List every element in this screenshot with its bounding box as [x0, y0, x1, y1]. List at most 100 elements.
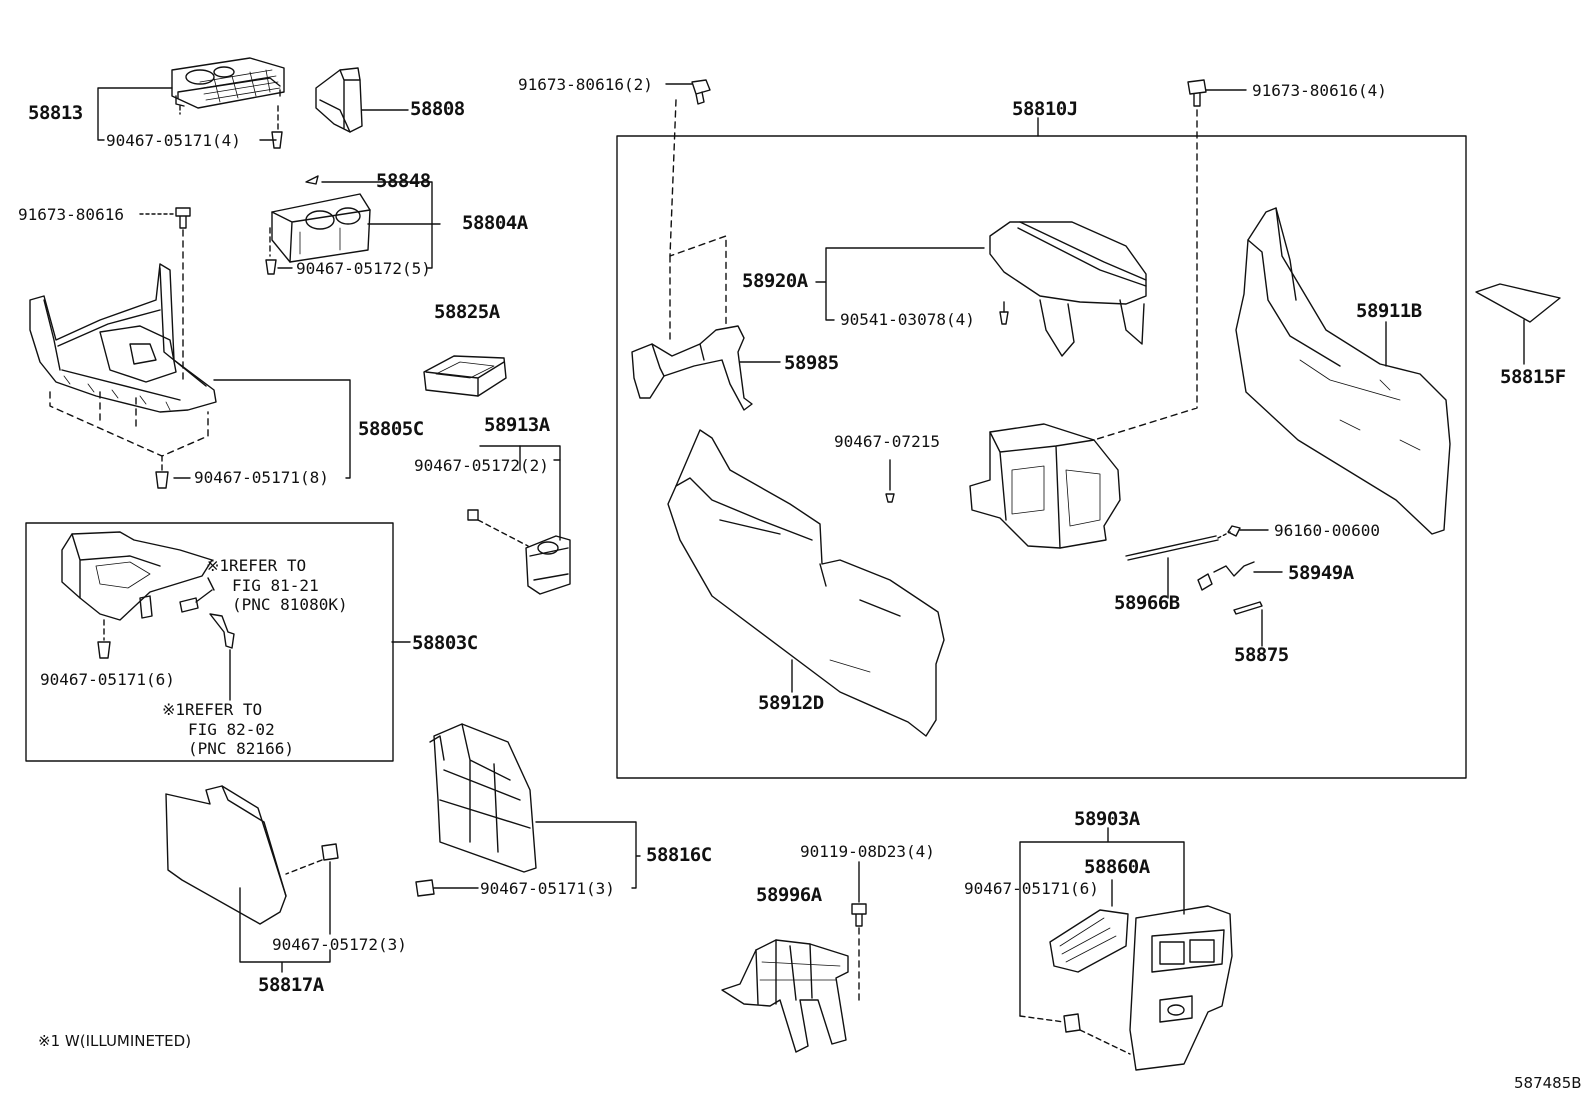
- reference-note-2-line3: (PNC 82166): [188, 739, 294, 758]
- dash-link: [285, 859, 323, 875]
- part-number-58875[interactable]: 58875: [1234, 644, 1289, 666]
- part-number-58848[interactable]: 58848: [376, 170, 431, 192]
- screw-shape: [999, 311, 1009, 325]
- screw-label-91673-80616[interactable]: 91673-80616: [18, 205, 124, 224]
- part-58805C-shape: [29, 263, 217, 413]
- part-58875-shape: [1233, 601, 1263, 615]
- clip-shape: [321, 843, 339, 861]
- part-number-58920A[interactable]: 58920A: [742, 270, 808, 292]
- part-number-58912D[interactable]: 58912D: [758, 692, 824, 714]
- clip-label-9046705172-2[interactable]: 90467-05172(2): [414, 456, 549, 475]
- part-number-58813[interactable]: 58813: [28, 102, 83, 124]
- part-58813-shape: [171, 57, 285, 109]
- part-number-58808[interactable]: 58808: [410, 98, 465, 120]
- part-58912D-shape: [667, 429, 945, 737]
- clip-label-9046707215[interactable]: 90467-07215: [834, 432, 940, 451]
- part-number-58911B[interactable]: 58911B: [1356, 300, 1422, 322]
- part-58817A-shape: [165, 785, 287, 925]
- reference-note-2-line1: ※1REFER TO: [162, 700, 263, 719]
- clip-shape: [97, 641, 111, 659]
- screw-shape: [175, 207, 191, 229]
- clip-label-9046705171-6-box[interactable]: 90467-05171(6): [40, 670, 175, 689]
- clip-96160-shape: [1227, 525, 1241, 537]
- dash-link: [1019, 1015, 1131, 1055]
- dash-link: [99, 391, 137, 431]
- part-58949A-shape: [1197, 561, 1255, 591]
- screw-label-9167380616-2[interactable]: 91673-80616(2): [518, 75, 653, 94]
- part-58848-shape: [305, 175, 319, 185]
- clip-label-9046705171-8[interactable]: 90467-05171(8): [194, 468, 329, 487]
- clip-shape: [155, 471, 169, 489]
- reference-note-1-line3: (PNC 81080K): [232, 595, 348, 614]
- leader-ref1: [195, 577, 215, 603]
- part-number-58996A[interactable]: 58996A: [756, 884, 822, 906]
- part-58804A-shape: [271, 193, 371, 263]
- bulb-shape: [179, 597, 199, 613]
- part-58903A-shape: [1129, 905, 1233, 1071]
- clip-label-9046705171-6[interactable]: 90467-05171(6): [964, 879, 1099, 898]
- dash-link: [49, 391, 209, 457]
- part-number-58803C[interactable]: 58803C: [412, 632, 478, 654]
- dash-link: [1217, 531, 1231, 539]
- clip-shape: [415, 879, 435, 897]
- bolt-label-9011908D23-4[interactable]: 90119-08D23(4): [800, 842, 935, 861]
- clip-shape: [265, 259, 277, 275]
- leader-58913A-b: [519, 445, 561, 471]
- part-58920A-shape: [989, 221, 1147, 357]
- clip-label-9046705171-3[interactable]: 90467-05171(3): [480, 879, 615, 898]
- clip-shape: [271, 131, 283, 149]
- dash-link: [1093, 109, 1198, 441]
- part-number-58810J[interactable]: 58810J: [1012, 98, 1078, 120]
- part-number-58825A[interactable]: 58825A: [434, 301, 500, 323]
- leader-58913A: [479, 445, 561, 541]
- part-number-58817A[interactable]: 58817A: [258, 974, 324, 996]
- part-58913A-shape: [525, 535, 571, 595]
- screw-label-9167380616-4[interactable]: 91673-80616(4): [1252, 81, 1387, 100]
- dash-link: [669, 99, 727, 327]
- part-number-58913A[interactable]: 58913A: [484, 414, 550, 436]
- rod-58966B-shape: [1125, 535, 1219, 561]
- leader-58816C: [535, 821, 641, 889]
- diagram-id: 587485B: [1514, 1074, 1582, 1092]
- part-number-58860A[interactable]: 58860A: [1084, 856, 1150, 878]
- screw-label-9054103078-4[interactable]: 90541-03078(4): [840, 310, 975, 329]
- leader-58804A: [321, 181, 441, 269]
- part-58860A-shape: [1049, 909, 1129, 973]
- reference-note-1-line1: ※1REFER TO: [206, 556, 307, 575]
- part-number-58985[interactable]: 58985: [784, 352, 839, 374]
- leader-58817A: [239, 887, 331, 973]
- clip-label-9046705172-5[interactable]: 90467-05172(5): [296, 259, 431, 278]
- part-58808-shape: [315, 67, 363, 133]
- clip-label-9046705172-3[interactable]: 90467-05172(3): [272, 935, 407, 954]
- part-number-58903A[interactable]: 58903A: [1074, 808, 1140, 830]
- part-58803C-shape: [61, 531, 213, 621]
- clip-label-9046705171-4[interactable]: 90467-05171(4): [106, 131, 241, 150]
- screw-91673-80616-2: [691, 79, 711, 105]
- leader-58903A: [1019, 827, 1185, 1017]
- part-58825A-shape: [423, 355, 507, 397]
- clip-label-9616000600[interactable]: 96160-00600: [1274, 521, 1380, 540]
- part-number-58966B[interactable]: 58966B: [1114, 592, 1180, 614]
- part-number-58815F[interactable]: 58815F: [1500, 366, 1566, 388]
- part-number-58949A[interactable]: 58949A: [1288, 562, 1354, 584]
- leader-58805C: [213, 379, 351, 479]
- dash-link: [477, 519, 529, 547]
- part-58985-shape: [631, 325, 753, 411]
- screw-91673-80616-4: [1187, 79, 1207, 107]
- clip-shape: [467, 509, 479, 521]
- footnote: ※1 W(ILLUMINETED): [38, 1032, 192, 1050]
- part-58911B-shape: [1235, 207, 1451, 535]
- clip-shape: [1063, 1013, 1081, 1033]
- bolt-shape: [851, 903, 867, 927]
- part-number-58804A[interactable]: 58804A: [462, 212, 528, 234]
- part-number-58816C[interactable]: 58816C: [646, 844, 712, 866]
- part-number-58805C[interactable]: 58805C: [358, 418, 424, 440]
- socket-shape: [209, 613, 235, 649]
- clip-shape: [885, 493, 895, 503]
- reference-note-2-line2: FIG 82-02: [188, 720, 275, 739]
- part-58816C-shape: [429, 723, 537, 873]
- leader-58813: [97, 87, 173, 141]
- console-box-shape: [969, 423, 1121, 549]
